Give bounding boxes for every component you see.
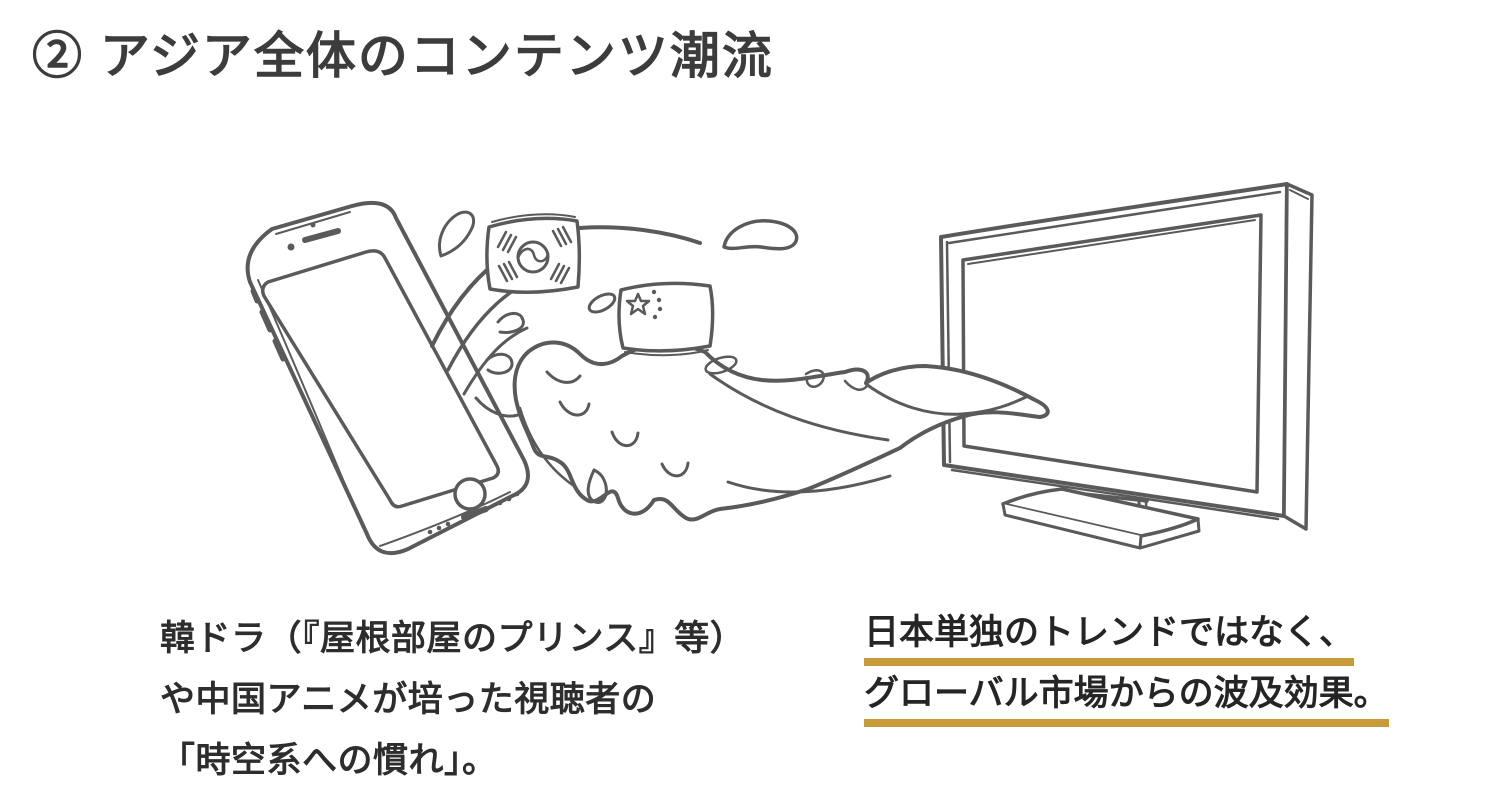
caption-line-underlined: 日本単独のトレンドではなく、 [864, 612, 1355, 666]
china-flag-icon [617, 281, 715, 357]
page-title: ② アジア全体のコンテンツ潮流 [32, 28, 774, 84]
caption-line: や中国アニメが培った視聴者の [160, 680, 657, 719]
smartphone-icon [245, 201, 530, 555]
splash-stream [512, 219, 1050, 522]
korea-flag-icon [485, 213, 582, 294]
caption-right: 日本単独のトレンドではなく、 グローバル市場からの波及効果。 [864, 612, 1389, 734]
caption-line-underlined: グローバル市場からの波及効果。 [864, 673, 1389, 727]
caption-line: 韓ドラ（『屋根部屋のプリンス』等） [160, 619, 746, 658]
caption-left: 韓ドラ（『屋根部屋のプリンス』等） や中国アニメが培った視聴者の 「時空系への慣… [160, 608, 745, 791]
television-icon [939, 182, 1314, 550]
caption-line: 「時空系への慣れ」。 [160, 741, 498, 780]
